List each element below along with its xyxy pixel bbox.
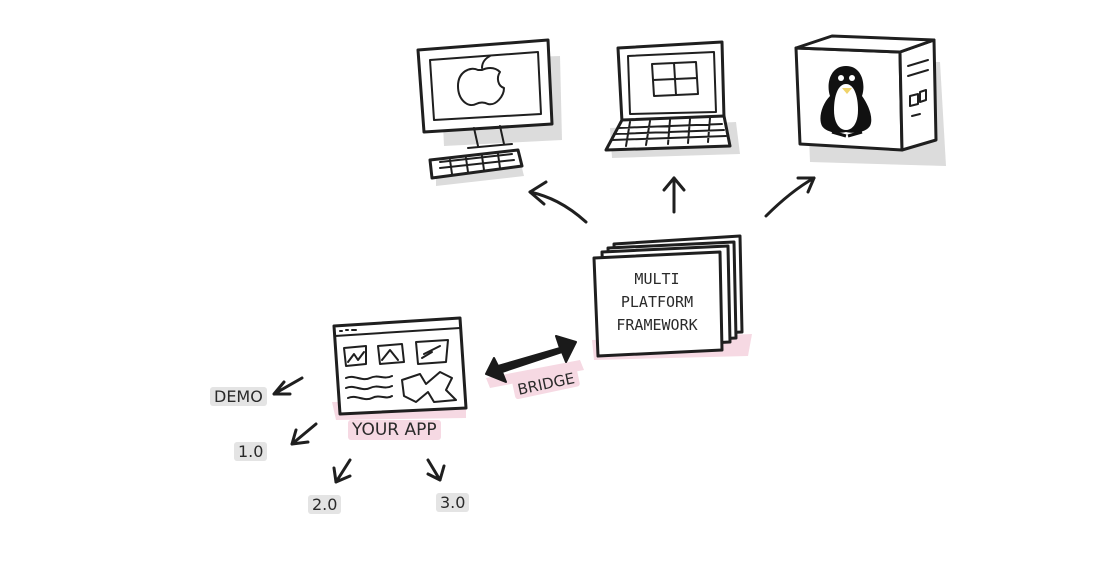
platform-arrows <box>528 176 816 224</box>
penguin-icon <box>820 66 872 138</box>
framework-line-2: PLATFORM <box>620 293 694 311</box>
version-label-1-0: 1.0 <box>234 442 268 461</box>
framework-line-1: MULTI <box>634 270 680 288</box>
version-arrows <box>272 376 446 484</box>
app-window <box>332 316 468 420</box>
bridge-arrow <box>485 335 584 388</box>
framework-stack <box>592 234 752 360</box>
version-label-2-0: 2.0 <box>308 495 342 514</box>
windows-logo-icon <box>651 61 699 97</box>
linux-tower-icon <box>794 34 946 166</box>
apple-desktop-icon <box>416 38 562 186</box>
apple-logo-icon <box>457 67 505 106</box>
windows-laptop-icon <box>604 40 740 158</box>
arrow-to-apple <box>528 190 588 224</box>
your-app-label: YOUR APP <box>348 420 441 440</box>
version-label-3-0: 3.0 <box>436 493 470 512</box>
version-label-demo: DEMO <box>210 387 267 406</box>
framework-label: MULTI PLATFORM FRAMEWORK <box>598 268 716 337</box>
arrow-to-linux <box>764 176 816 218</box>
framework-line-3: FRAMEWORK <box>616 316 698 334</box>
